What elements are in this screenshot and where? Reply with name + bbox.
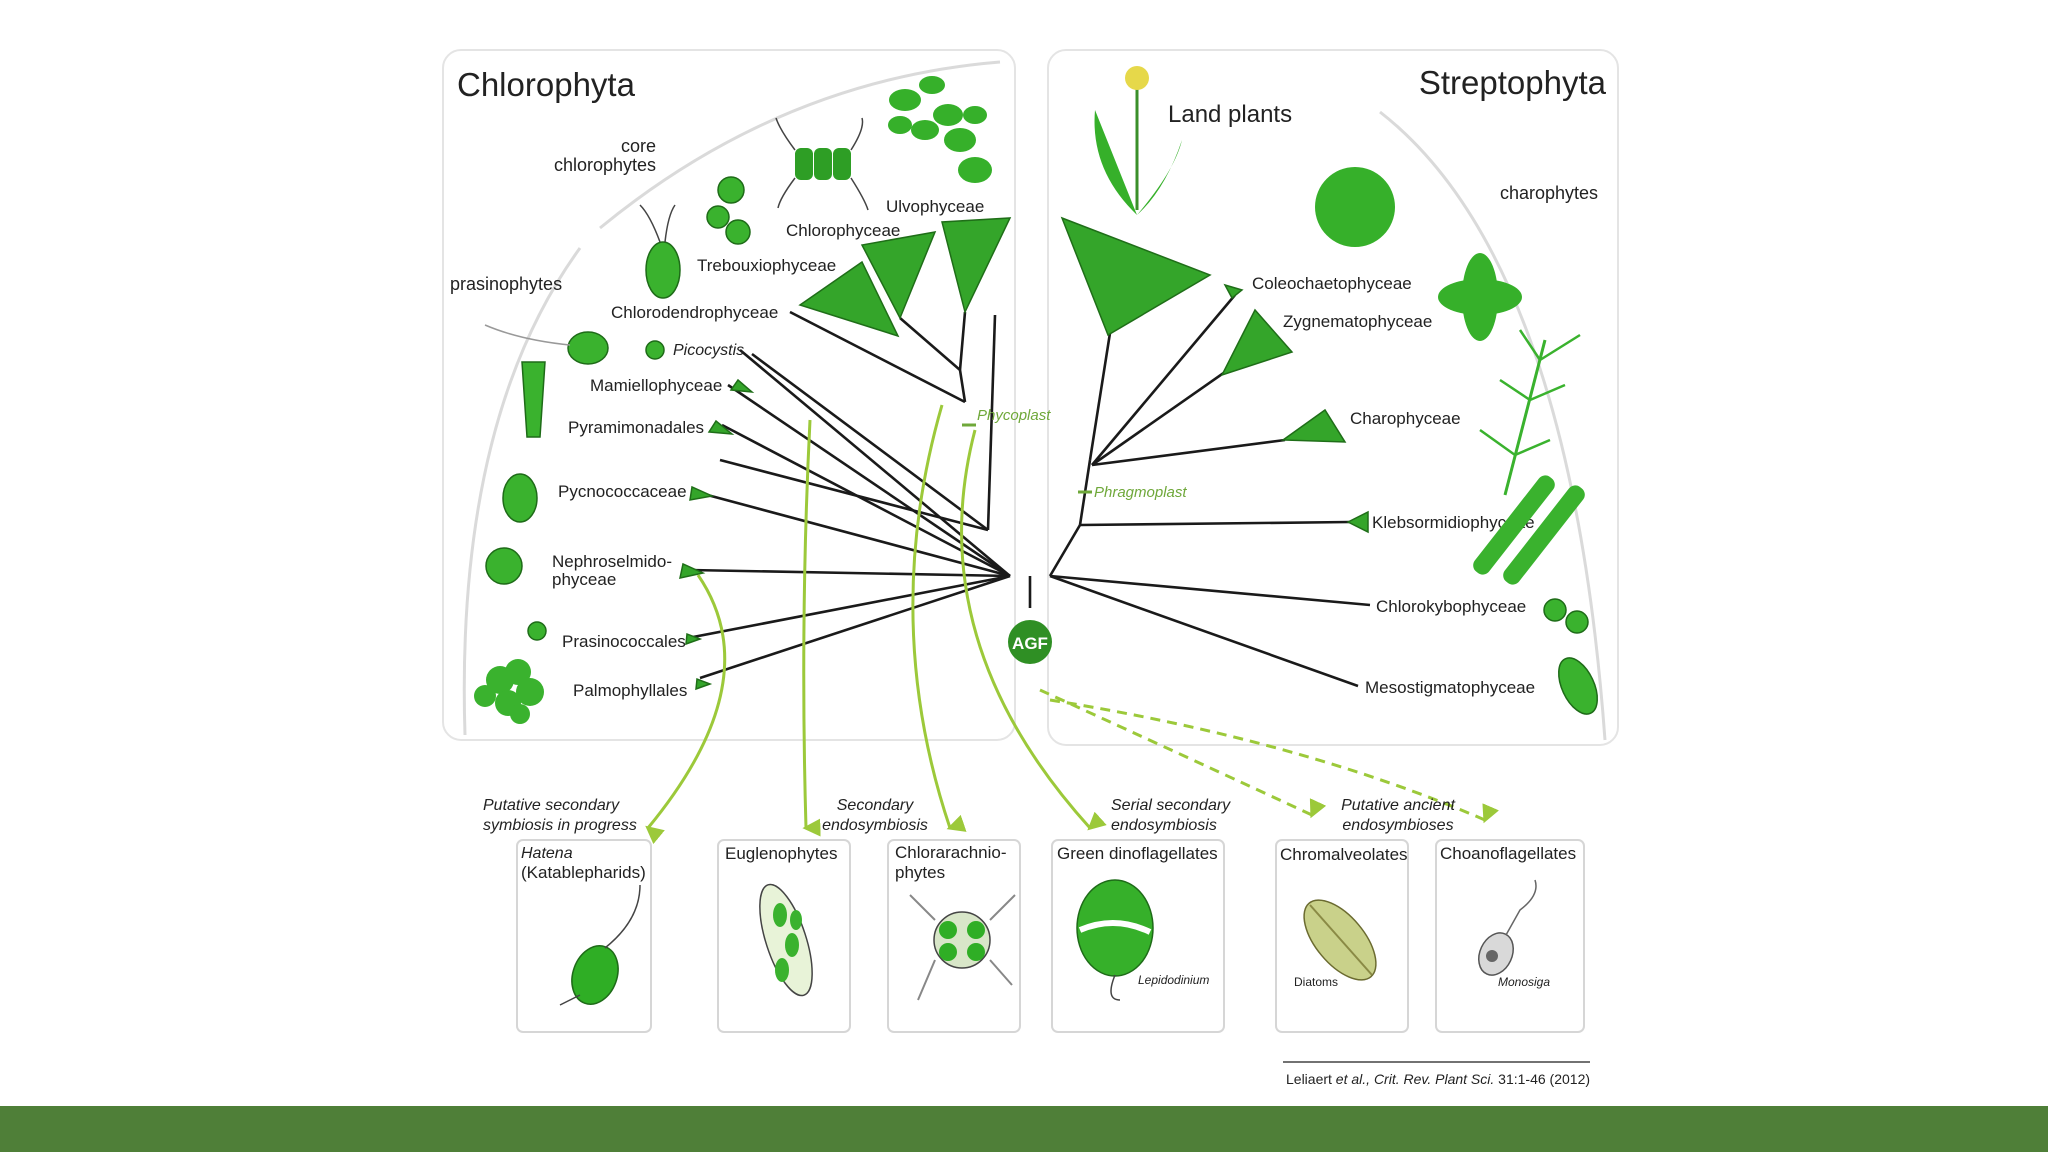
ulvophyceae-label: Ulvophyceae xyxy=(886,197,984,216)
chlorophyceae-label: Chlorophyceae xyxy=(786,221,900,240)
palmophyllales-label: Palmophyllales xyxy=(573,681,687,700)
chlorophyceae-clade xyxy=(860,231,937,320)
pycnococcaceae-clade xyxy=(689,485,715,501)
chlorophyta-title: Chlorophyta xyxy=(457,66,636,103)
streptophyta-title: Streptophyta xyxy=(1419,64,1607,101)
phycoplast-label: Phycoplast xyxy=(977,407,1051,424)
putative-secondary-label-2: symbiosis in progress xyxy=(483,817,637,834)
ulvophyceae-clade xyxy=(941,217,1012,315)
hatena-card xyxy=(516,839,652,1033)
prasinococcales-clade xyxy=(685,632,703,646)
palmophyllales-clade xyxy=(695,677,713,691)
klebsormidiophyceae-clade xyxy=(1346,510,1369,534)
mamiellophyceae-label: Mamiellophyceae xyxy=(590,376,722,395)
chlorodendrophyceae-label: Chlorodendrophyceae xyxy=(611,303,778,322)
streptophyta-tree xyxy=(1048,294,1371,688)
citation-journal: et al., Crit. Rev. Plant Sci. xyxy=(1332,1071,1494,1087)
agf-label: AGF xyxy=(1012,634,1048,653)
picocystis-label: Picocystis xyxy=(673,342,744,359)
phragmoplast-label: Phragmoplast xyxy=(1094,484,1187,501)
citation: Leliaert et al., Crit. Rev. Plant Sci. 3… xyxy=(1286,1071,1590,1087)
prasinophytes-label: prasinophytes xyxy=(450,274,562,294)
coleochaetophyceae-clade xyxy=(1223,283,1244,300)
core-label-1: core xyxy=(621,136,656,156)
coleochaetophyceae-label: Coleochaetophyceae xyxy=(1252,274,1412,293)
chlorarachniophytes-title-2: phytes xyxy=(895,863,945,882)
streptophyta-panel xyxy=(1047,49,1619,746)
secondary-endosymbiosis-label-2: endosymbiosis xyxy=(822,817,928,834)
chromalveolates-title: Chromalveolates xyxy=(1280,845,1408,864)
serial-secondary-label-2: endosymbiosis xyxy=(1111,817,1217,834)
land-plants-label: Land plants xyxy=(1168,101,1292,128)
nephroselmidophyceae-label-1: Nephroselmido- xyxy=(552,552,672,571)
agf-node xyxy=(1008,620,1052,664)
chlorophyta-tree xyxy=(687,310,1011,680)
secondary-endosymbiosis-label-1: Secondary xyxy=(837,797,914,814)
chlorophyta-panel xyxy=(442,49,1016,741)
ancient-endosymbioses-label-1: Putative ancient xyxy=(1341,797,1455,814)
charophyceae-label: Charophyceae xyxy=(1350,409,1461,428)
serial-secondary-label-1: Serial secondary xyxy=(1111,797,1231,814)
choanoflagellates-card xyxy=(1435,839,1585,1033)
mesostigmatophyceae-label: Mesostigmatophyceae xyxy=(1365,678,1535,697)
diatoms-label: Diatoms xyxy=(1294,975,1338,989)
prasinophytes-arc xyxy=(462,247,582,736)
choanoflagellates-title: Choanoflagellates xyxy=(1440,844,1576,863)
lepidodinium-label: Lepidodinium xyxy=(1138,973,1209,987)
citation-authors: Leliaert xyxy=(1286,1071,1332,1087)
endosymbiosis-arrows xyxy=(645,404,1499,845)
core-chlorophytes-arc xyxy=(599,60,1001,230)
pycnococcaceae-label: Pycnococcaceae xyxy=(558,482,687,501)
euglenophytes-title: Euglenophytes xyxy=(725,844,837,863)
charophyceae-clade xyxy=(1280,408,1347,443)
land-plants-clade xyxy=(1060,216,1212,337)
organism-illustrations xyxy=(474,66,1599,724)
footer-bar xyxy=(0,1106,2048,1152)
recipient-illustrations: Lepidodinium Diatoms Monosiga xyxy=(559,879,1550,1006)
mamiellophyceae-clade xyxy=(729,378,755,393)
putative-secondary-label-1: Putative secondary xyxy=(483,797,620,814)
hatena-title: Hatena xyxy=(521,845,573,862)
green-dinoflagellates-title: Green dinoflagellates xyxy=(1057,844,1218,863)
zygnematophyceae-clade xyxy=(1220,308,1294,377)
citation-volume: 31:1-46 (2012) xyxy=(1494,1071,1590,1087)
pyramimonadales-clade xyxy=(707,419,735,435)
charophytes-label: charophytes xyxy=(1500,183,1598,203)
nephroselmidophyceae-label-2: phyceae xyxy=(552,570,616,589)
core-label-2: chlorophytes xyxy=(554,155,656,175)
klebsormidiophyceae-label: Klebsormidiophyceae xyxy=(1372,513,1535,532)
zygnematophyceae-label: Zygnematophyceae xyxy=(1283,312,1432,331)
monosiga-label: Monosiga xyxy=(1498,975,1550,989)
chlorarachniophytes-title-1: Chlorarachnio- xyxy=(895,843,1007,862)
hatena-subtitle: (Katablepharids) xyxy=(521,863,646,882)
trebouxiophyceae-clade xyxy=(798,260,900,338)
pyramimonadales-label: Pyramimonadales xyxy=(568,418,704,437)
trebouxiophyceae-label: Trebouxiophyceae xyxy=(697,256,836,275)
prasinococcales-label: Prasinococcales xyxy=(562,632,686,651)
charophytes-arc xyxy=(1379,110,1607,741)
nephroselmidophyceae-clade xyxy=(679,562,706,579)
chlorokybophyceae-label: Chlorokybophyceae xyxy=(1376,597,1526,616)
ancient-endosymbioses-label-2: endosymbioses xyxy=(1342,817,1453,834)
